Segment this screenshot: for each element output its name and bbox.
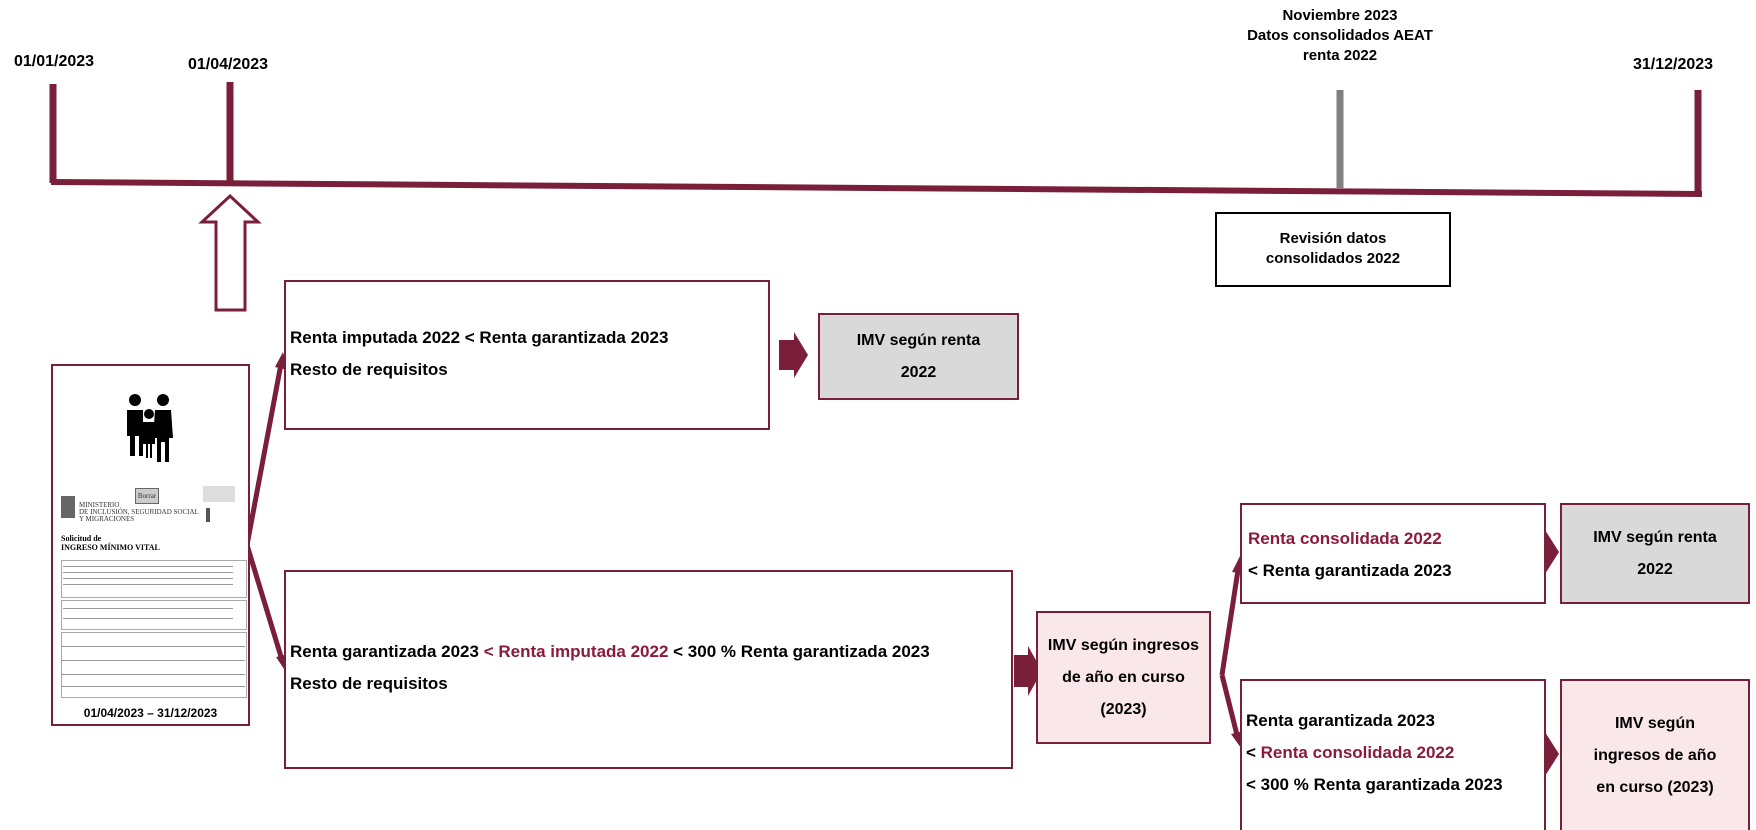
timeline-axis [50,179,1703,197]
social-security-logo-icon [206,508,236,522]
sub-branch-arrow-bottom [1219,674,1240,736]
condition-box-top: Renta imputada 2022 < Renta garantizada … [284,280,770,430]
sub-top-line1: Renta consolidada 2022 [1248,529,1442,548]
block-arrow-middle [1014,646,1042,696]
form-clear-button: Borrar [135,488,159,504]
review-box-line2: consolidados 2022 [1265,250,1401,267]
november-note-line3: renta 2022 [1302,47,1378,64]
form-rule [61,660,245,661]
form-title-line1: Solicitud de [61,534,102,543]
sub-branch-arrow-top [1219,569,1241,676]
result-top-line2: 2022 [900,363,937,381]
result-sub-top-line2: 2022 [1637,560,1673,578]
result-top-line1: IMV según renta [856,331,981,349]
result-sub-bottom-line2: ingresos de año [1593,746,1717,764]
ministry-line3: Y MIGRACIONES [79,515,135,523]
coat-of-arms-icon [61,496,75,518]
sub-bottom-line1: Renta garantizada 2023 [1246,711,1435,730]
sub-bottom-line3: < 300 % Renta garantizada 2023 [1246,775,1503,794]
november-note-line1: Noviembre 2023 [1282,7,1398,24]
form-ministry: MINISTERIO DE INCLUSIÓN, SEGURIDAD SOCIA… [79,502,199,523]
family-icon [127,394,173,462]
review-box-line1: Revisión datos [1279,230,1387,247]
form-rule [63,608,233,609]
result-middle-line2: de año en curso [1062,668,1185,686]
november-note: Noviembre 2023 Datos consolidados AEAT r… [1200,6,1480,66]
ministry-line1: MINISTERIO [79,501,120,509]
form-rule [61,646,245,647]
condition-top-line1: Renta imputada 2022 < Renta garantizada … [290,328,669,347]
date-end: 31/12/2023 [1633,56,1714,73]
form-table-box [61,632,247,698]
condition-bottom-part3: < 300 % Renta garantizada 2023 [673,642,930,661]
condition-top-line2: Resto de requisitos [290,360,448,379]
result-box-sub-top: IMV según renta 2022 [1560,503,1750,604]
result-box-sub-bottom: IMV según ingresos de año en curso (2023… [1560,679,1750,830]
form-rule [63,584,233,585]
form-section-box [61,600,247,630]
result-box-top: IMV según renta 2022 [818,313,1019,400]
block-arrow-top [779,332,808,378]
condition-bottom-line2: Resto de requisitos [290,674,448,693]
result-middle-line1: IMV según ingresos [1047,636,1200,654]
form-intro-box [61,560,247,598]
november-note-line2: Datos consolidados AEAT [1247,27,1433,44]
result-box-middle: IMV según ingresos de año en curso (2023… [1036,611,1211,744]
result-sub-top-line1: IMV según renta [1593,528,1717,546]
sub-bottom-prefix: < [1246,743,1261,762]
sub-condition-box-top: Renta consolidada 2022 < Renta garantiza… [1240,503,1546,604]
ministry-line2: DE INCLUSIÓN, SEGURIDAD SOCIAL [79,508,199,516]
review-box: Revisión datos consolidados 2022 [1215,212,1451,287]
sub-top-line2: < Renta garantizada 2023 [1248,561,1452,580]
condition-bottom-part2: < Renta imputada 2022 [483,642,674,661]
up-arrow-icon [198,193,262,312]
form-rule [63,618,233,619]
form-rule [63,578,233,579]
branch-arrow-top [244,363,284,546]
sub-condition-box-bottom: Renta garantizada 2023 < Renta consolida… [1240,679,1546,830]
result-sub-bottom-line1: IMV según [1614,714,1695,732]
date-start: 01/01/2023 [14,53,95,70]
condition-bottom-part1: Renta garantizada 2023 [290,642,484,661]
form-rule [63,572,233,573]
application-form-thumbnail: Borrar MINISTERIO DE INCLUSIÓN, SEGURIDA… [51,364,250,726]
sub-bottom-line2: < Renta consolidada 2022 [1246,737,1544,769]
condition-box-bottom: Renta garantizada 2023 < Renta imputada … [284,570,1013,769]
form-rule [63,566,233,567]
branch-arrow-bottom [244,544,285,661]
form-stamp-box [203,486,235,502]
date-april: 01/04/2023 [188,56,269,73]
form-title-line2: INGRESO MÍNIMO VITAL [61,543,160,552]
form-rule [61,674,245,675]
condition-bottom-line1: Renta garantizada 2023 < Renta imputada … [290,636,1011,668]
form-rule [61,686,245,687]
result-middle-line3: (2023) [1100,700,1147,718]
sub-bottom-red: Renta consolidada 2022 [1260,743,1455,762]
form-title: Solicitud de INGRESO MÍNIMO VITAL [61,534,160,552]
form-date-range: 01/04/2023 – 31/12/2023 [83,706,218,720]
result-sub-bottom-line3: en curso (2023) [1596,778,1714,796]
